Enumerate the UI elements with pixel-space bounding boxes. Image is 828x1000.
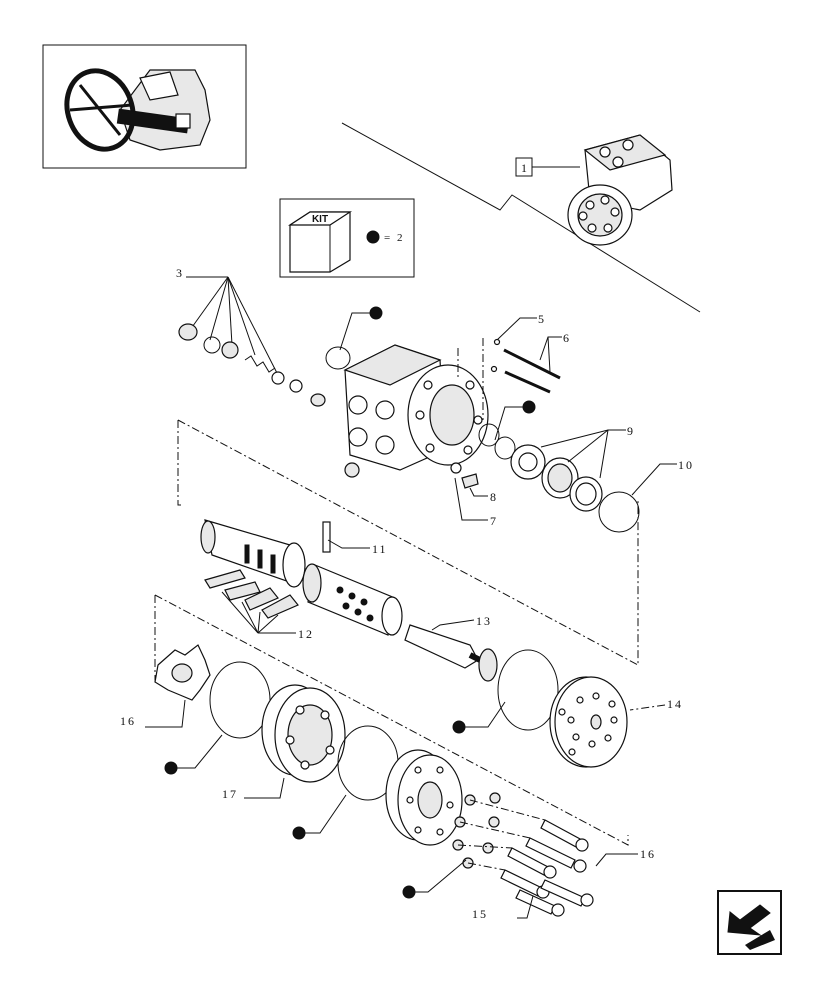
- callout-8: 8: [469, 487, 498, 504]
- callout-6: 6: [490, 331, 571, 394]
- callout-7: 7: [454, 477, 498, 528]
- svg-text:15: 15: [472, 907, 488, 921]
- valve-housing: [343, 344, 489, 478]
- svg-text:= 2: = 2: [384, 232, 404, 244]
- o-ring: [497, 649, 559, 731]
- drive-shaft: 13: [404, 614, 498, 682]
- svg-text:8: 8: [490, 490, 498, 504]
- callout-16-lower: 17: [222, 777, 285, 801]
- svg-text:12: 12: [298, 627, 314, 641]
- seal-stack: [478, 423, 640, 533]
- spool-cylinder: [302, 563, 403, 636]
- callout-16-left: 16: [120, 699, 186, 728]
- svg-text:6: 6: [563, 331, 571, 345]
- svg-text:10: 10: [678, 458, 694, 472]
- svg-text:13: 13: [476, 614, 492, 628]
- svg-text:9: 9: [627, 424, 635, 438]
- steering-unit-assembled: [567, 134, 673, 246]
- stator-ring: [261, 684, 346, 783]
- svg-text:17: 17: [222, 787, 238, 801]
- callout-17: 16: [595, 847, 656, 867]
- callout-11: 11: [322, 521, 388, 556]
- steering-thumbnail: [42, 44, 247, 169]
- ball-and-plug: [450, 462, 479, 489]
- back-arrow-icon: [727, 904, 771, 936]
- spool-sleeve: [200, 519, 306, 588]
- callout-9: 9: [540, 424, 635, 479]
- callout-5: 5: [493, 312, 546, 346]
- svg-text:16: 16: [120, 714, 136, 728]
- reference-label: 1: [515, 157, 580, 177]
- callout-12: 12: [221, 591, 314, 641]
- svg-text:5: 5: [538, 312, 546, 326]
- centering-springs: [204, 569, 299, 619]
- callout-10: 10: [631, 458, 694, 496]
- rotor-gear: [154, 644, 211, 701]
- end-cap: [385, 749, 463, 846]
- bolt-set: [452, 792, 594, 917]
- callout-15: 14: [629, 697, 683, 711]
- distributor-plate: [549, 676, 628, 768]
- svg-text:11: 11: [372, 542, 388, 556]
- svg-text:KIT: KIT: [312, 214, 328, 225]
- o-ring: [209, 661, 271, 739]
- back-arrow-button[interactable]: [717, 890, 782, 955]
- callout-14: 15: [472, 895, 534, 921]
- svg-text:1: 1: [521, 161, 527, 175]
- svg-text:3: 3: [176, 266, 184, 280]
- svg-text:16: 16: [640, 847, 656, 861]
- check-valve-parts: [178, 323, 326, 407]
- svg-text:7: 7: [490, 514, 498, 528]
- callout-3: 3: [176, 266, 279, 376]
- svg-text:14: 14: [667, 697, 683, 711]
- kit-legend: KIT = 2: [279, 198, 415, 278]
